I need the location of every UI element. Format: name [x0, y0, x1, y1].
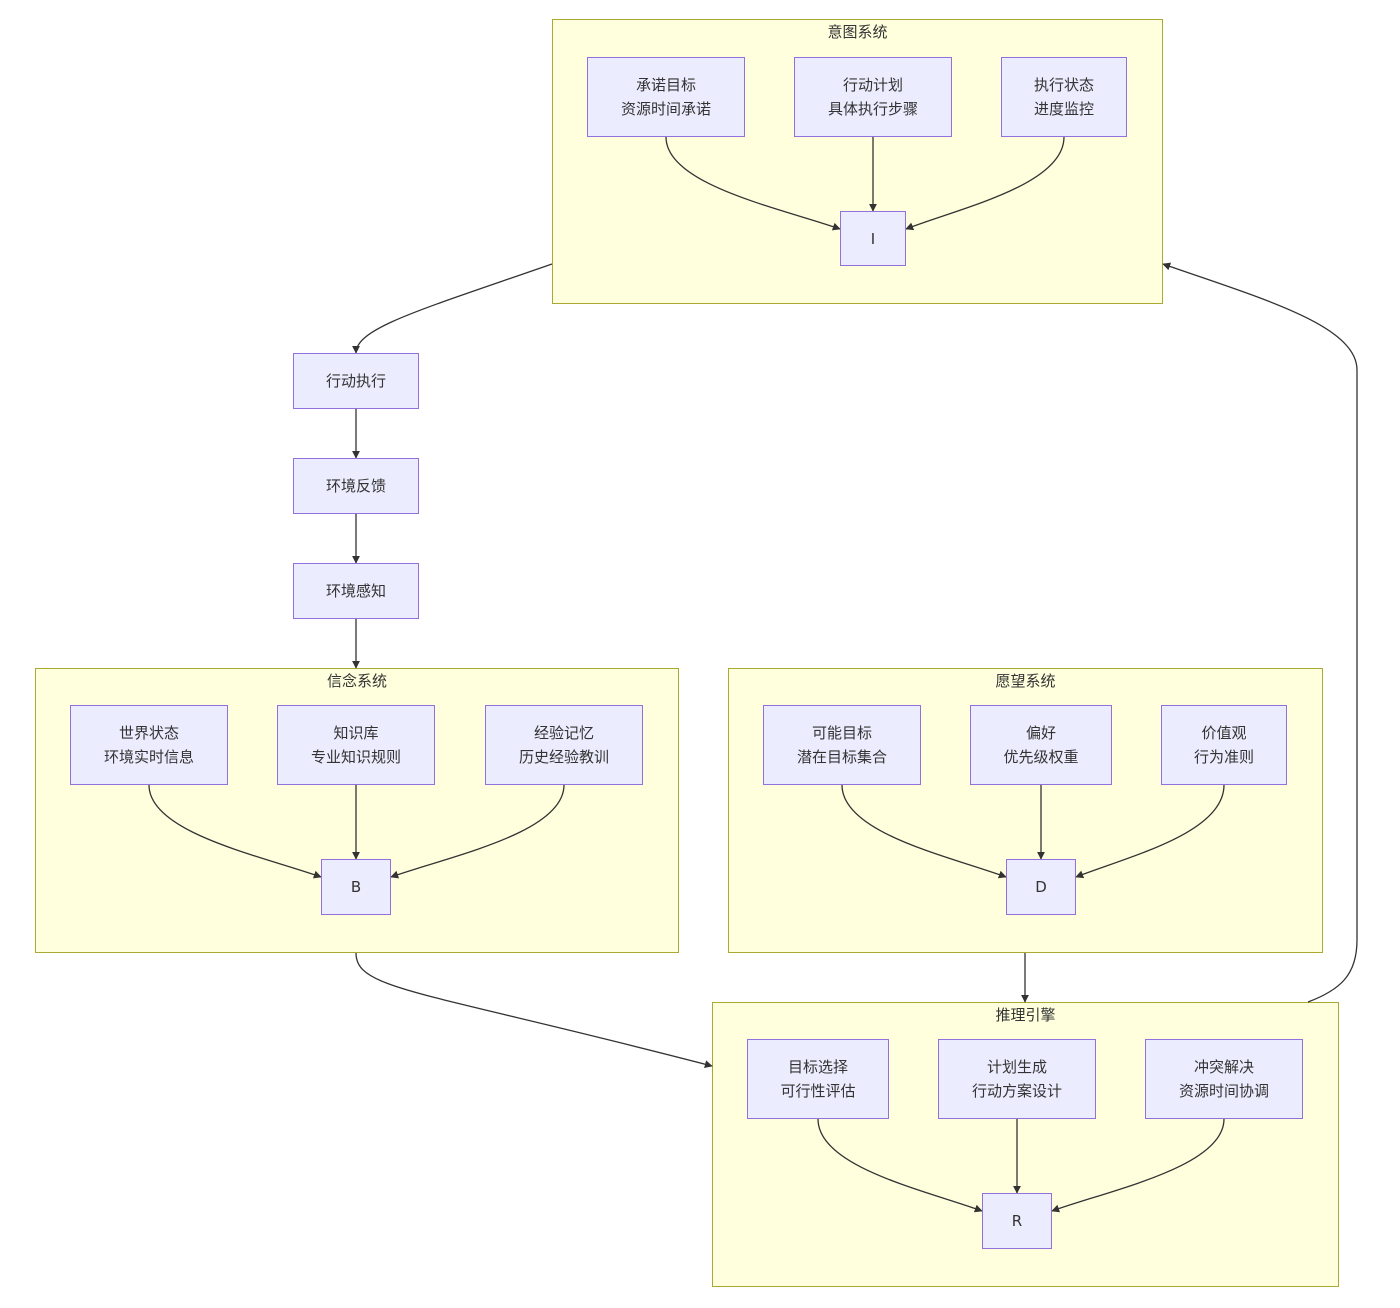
node-desire-hub[interactable]: D [1006, 859, 1076, 915]
node-intent-hub[interactable]: I [840, 211, 906, 266]
edge-reasoning-to-intent [1162, 262, 1358, 1003]
node-conflict[interactable]: 冲突解决 资源时间协调 [1145, 1039, 1303, 1119]
node-belief-hub-label: B [350, 878, 362, 896]
cluster-title-reasoning: 推理引擎 [995, 1006, 1056, 1024]
node-goal-select[interactable]: 目标选择 可行性评估 [747, 1039, 889, 1119]
node-possible-goals-title: 可能目标 [811, 724, 872, 742]
node-exec-state-title: 执行状态 [1033, 76, 1094, 94]
node-env-feedback-label: 环境反馈 [325, 477, 386, 495]
cluster-title-belief: 信念系统 [326, 672, 387, 690]
node-commit-goal-title: 承诺目标 [635, 76, 696, 94]
edge-commit-to-intent [665, 136, 841, 231]
node-preference-desc: 优先级权重 [1003, 748, 1079, 766]
edge-possible-to-desire [841, 784, 1007, 879]
node-goal-select-title: 目标选择 [787, 1058, 848, 1076]
node-action-plan-title: 行动计划 [842, 76, 903, 94]
edge-state-to-intent [905, 136, 1065, 231]
node-belief-hub[interactable]: B [321, 859, 391, 915]
node-plan-gen-title: 计划生成 [986, 1058, 1047, 1076]
node-values[interactable]: 价值观 行为准则 [1161, 705, 1287, 785]
node-action-plan[interactable]: 行动计划 具体执行步骤 [794, 57, 952, 137]
node-possible-goals-desc: 潜在目标集合 [796, 748, 887, 766]
node-conflict-title: 冲突解决 [1193, 1058, 1254, 1076]
node-knowledge-base[interactable]: 知识库 专业知识规则 [277, 705, 435, 785]
node-env-perception-label: 环境感知 [325, 582, 386, 600]
node-world-state[interactable]: 世界状态 环境实时信息 [70, 705, 228, 785]
cluster-title-intent: 意图系统 [827, 23, 888, 41]
node-env-perception[interactable]: 环境感知 [293, 563, 419, 619]
edge-experience-to-belief [390, 784, 565, 879]
node-commit-goal[interactable]: 承诺目标 资源时间承诺 [587, 57, 745, 137]
node-commit-goal-desc: 资源时间承诺 [620, 100, 711, 118]
node-knowledge-base-desc: 专业知识规则 [310, 748, 401, 766]
node-possible-goals[interactable]: 可能目标 潜在目标集合 [763, 705, 921, 785]
node-plan-gen-desc: 行动方案设计 [971, 1082, 1062, 1100]
node-world-state-title: 世界状态 [118, 724, 179, 742]
node-preference[interactable]: 偏好 优先级权重 [970, 705, 1112, 785]
edge-goalselect-to-reasoning [817, 1118, 983, 1213]
cluster-title-desire: 愿望系统 [995, 672, 1056, 690]
node-exec-state[interactable]: 执行状态 进度监控 [1001, 57, 1127, 137]
node-goal-select-desc: 可行性评估 [780, 1082, 856, 1100]
node-plan-gen[interactable]: 计划生成 行动方案设计 [938, 1039, 1096, 1119]
edge-values-to-desire [1075, 784, 1225, 879]
edge-world-to-belief [148, 784, 322, 879]
node-reasoning-hub-label: R [1011, 1212, 1023, 1230]
node-experience-title: 经验记忆 [533, 724, 594, 742]
node-experience-desc: 历史经验教训 [518, 748, 609, 766]
node-values-title: 价值观 [1201, 724, 1247, 742]
node-world-state-desc: 环境实时信息 [103, 748, 194, 766]
node-intent-hub-label: I [870, 229, 876, 248]
node-action-exec-label: 行动执行 [325, 372, 386, 390]
node-desire-hub-label: D [1035, 878, 1047, 896]
node-reasoning-hub[interactable]: R [982, 1193, 1052, 1249]
node-values-desc: 行为准则 [1193, 748, 1254, 766]
node-knowledge-base-title: 知识库 [333, 724, 379, 742]
node-action-plan-desc: 具体执行步骤 [827, 100, 918, 118]
node-env-feedback[interactable]: 环境反馈 [293, 458, 419, 514]
node-exec-state-desc: 进度监控 [1033, 100, 1094, 118]
node-action-exec[interactable]: 行动执行 [293, 353, 419, 409]
node-experience[interactable]: 经验记忆 历史经验教训 [485, 705, 643, 785]
edge-conflict-to-reasoning [1051, 1118, 1225, 1213]
node-preference-title: 偏好 [1025, 724, 1056, 742]
node-conflict-desc: 资源时间协调 [1178, 1082, 1269, 1100]
edge-belief-to-reasoning [355, 952, 713, 1069]
edge-intent-to-action [352, 263, 553, 354]
